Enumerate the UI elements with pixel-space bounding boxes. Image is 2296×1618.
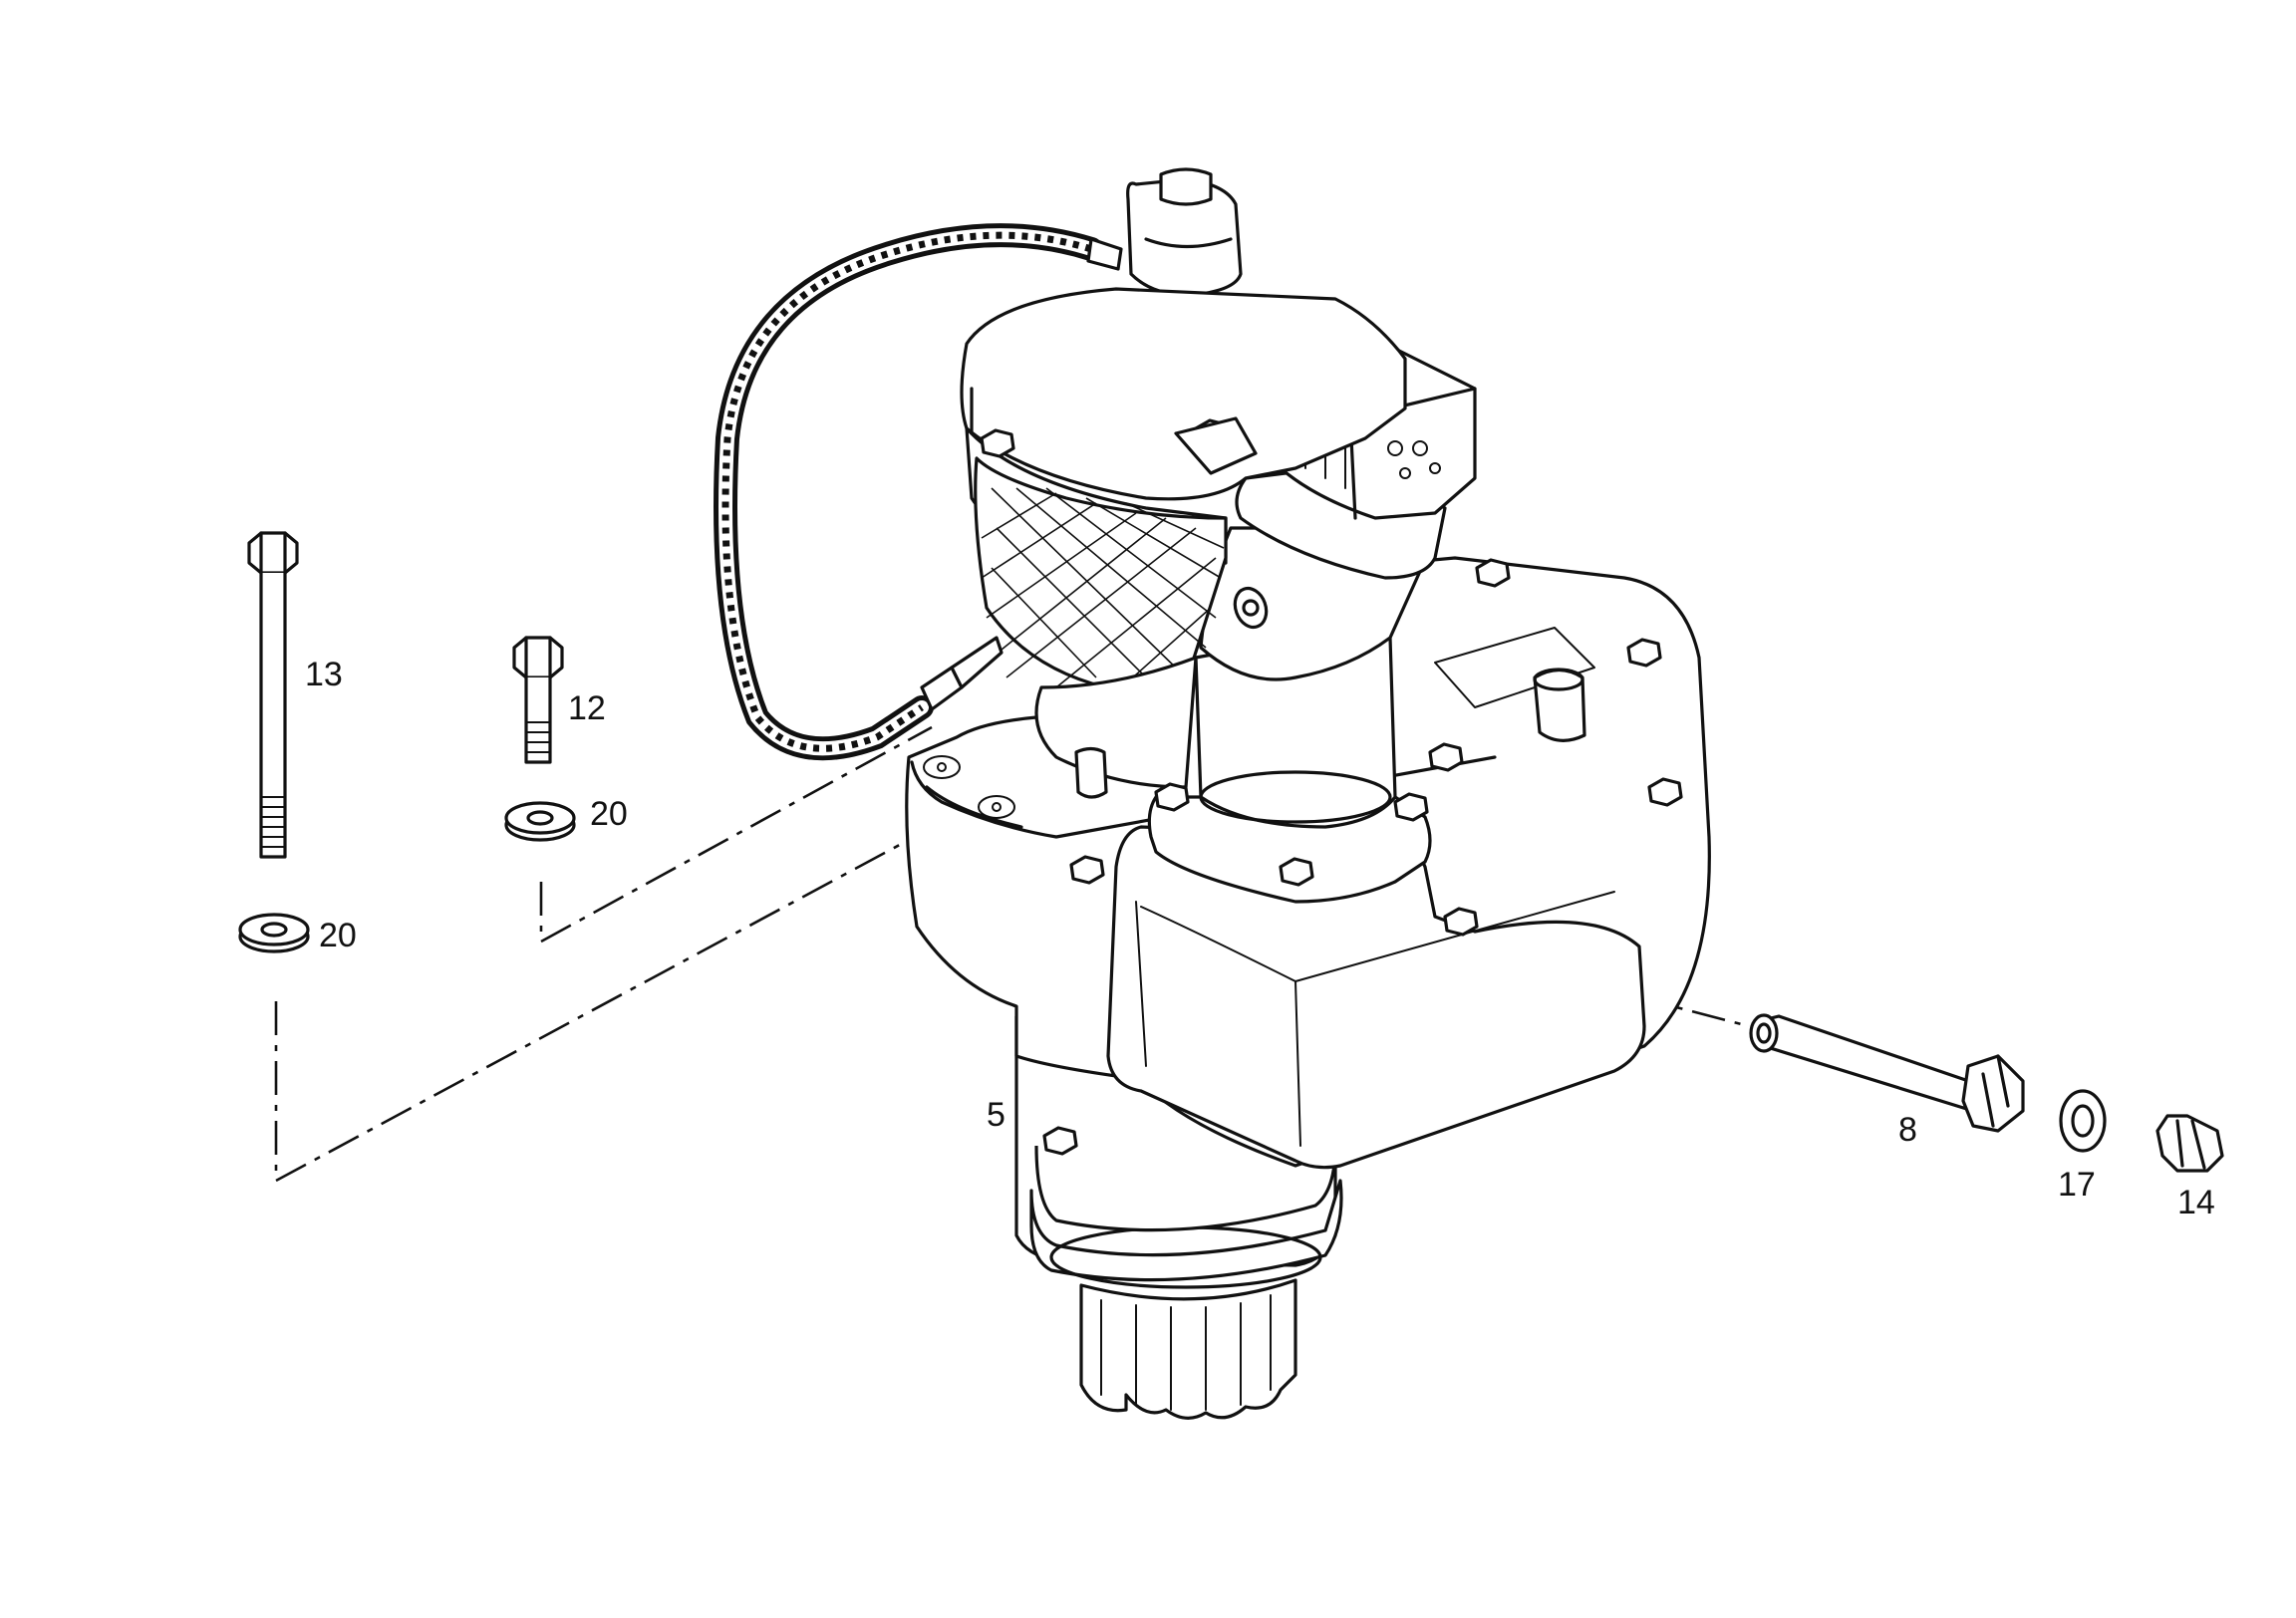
part-20-washer-left — [238, 913, 310, 953]
part-callouts: 13 12 20 20 5 8 17 14 — [305, 656, 2215, 1221]
mesh-hatching — [981, 487, 1225, 693]
callout-20-right: 20 — [590, 795, 628, 833]
callout-14: 14 — [2177, 1184, 2215, 1221]
callout-12: 12 — [568, 689, 606, 727]
callout-13: 13 — [305, 656, 343, 693]
part-13-long-bolt — [247, 531, 299, 859]
braided-hose — [714, 223, 1123, 761]
callout-17: 17 — [2058, 1166, 2096, 1204]
part-8-pin-bolt — [1749, 1013, 2025, 1133]
callout-8: 8 — [1898, 1111, 1917, 1149]
part-20-washer-right — [504, 801, 576, 842]
callout-20-left: 20 — [319, 917, 357, 954]
part-12-short-bolt — [512, 636, 564, 764]
swing-gearbox-assembly — [905, 167, 1711, 1420]
part-14-nut — [2155, 1114, 2224, 1173]
part-17-washer — [2059, 1089, 2107, 1153]
callout-5: 5 — [987, 1096, 1005, 1134]
